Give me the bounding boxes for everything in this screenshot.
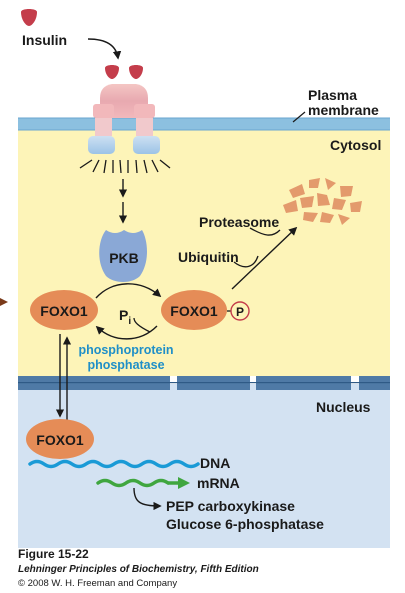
plasma-membrane-label-1: Plasma: [308, 87, 357, 103]
figure-book-title: Lehninger Principles of Biochemistry, Fi…: [18, 564, 259, 575]
foxo1-nuclear: [26, 419, 94, 459]
pointer-arrow-icon: [0, 298, 8, 306]
figure-number: Figure 15-22: [18, 547, 89, 561]
foxo1-left-label: FOXO1: [40, 303, 88, 319]
insulin-icon: [21, 9, 37, 26]
insulin-label: Insulin: [22, 32, 67, 48]
nucleus-label: Nucleus: [316, 399, 371, 415]
foxo1-phosphorylated: [161, 290, 227, 330]
insulin-receptor: [88, 84, 160, 154]
plasma-membrane-label-2: membrane: [308, 102, 379, 118]
ubiquitin-label: Ubiquitin: [178, 249, 239, 265]
pkb-protein: [99, 230, 147, 282]
phosphatase-label-1: phosphoprotein: [78, 343, 173, 357]
foxo1-unphosphorylated: [30, 290, 98, 330]
dna-strand: [28, 459, 200, 469]
phosphate-group: [230, 301, 250, 321]
pkb-label: PKB: [109, 250, 139, 266]
dna-label: DNA: [200, 455, 230, 471]
foxo1-nucleus-label: FOXO1: [36, 432, 84, 448]
figure-copyright: © 2008 W. H. Freeman and Company: [18, 578, 178, 589]
gene-pep-carboxykinase: PEP carboxykinase: [166, 498, 295, 514]
phosphatase-label-2: phosphatase: [87, 358, 164, 372]
gene-glucose-6-phosphatase: Glucose 6-phosphatase: [166, 516, 324, 532]
nuclear-envelope: [18, 376, 390, 390]
pi-label: Pi: [119, 307, 131, 327]
foxo1-right-label: FOXO1: [170, 303, 218, 319]
mrna-label: mRNA: [197, 475, 240, 491]
cytosol-label: Cytosol: [330, 137, 381, 153]
mrna-strand: [96, 478, 170, 488]
plasma-membrane: [18, 118, 390, 130]
proteasome-fragments: [283, 178, 362, 225]
phosphate-label: P: [236, 305, 244, 319]
proteasome-label: Proteasome: [199, 214, 279, 230]
